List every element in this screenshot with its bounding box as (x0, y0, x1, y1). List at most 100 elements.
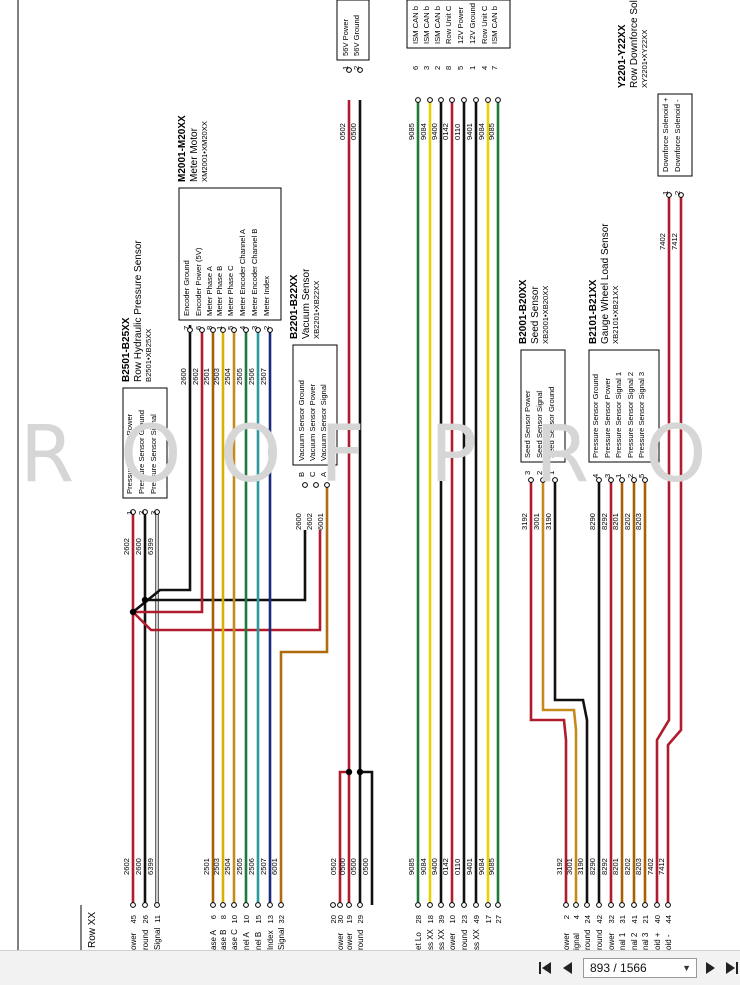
pin-number: 1 (614, 474, 623, 478)
pin-terminal (313, 482, 319, 488)
pin-number: B (297, 472, 306, 477)
next-page-icon[interactable] (703, 960, 719, 976)
pdf-toolbar: 893 / 1566 ▼ (0, 950, 740, 985)
main-pin-label: round (356, 930, 365, 950)
wire-number-label: 2602 (122, 858, 131, 875)
previous-page-icon[interactable] (559, 960, 575, 976)
pin-label: Vacuum Sensor Signal (319, 384, 328, 461)
wire-number-label: 8290 (588, 858, 597, 875)
pin-terminal (427, 97, 433, 103)
wire-number-label: 2505 (235, 368, 244, 385)
pin-terminal (540, 477, 546, 483)
main-pin-label: ase C (230, 929, 239, 950)
splice-dot (345, 768, 353, 776)
component-id: M2001-M20XX (177, 115, 188, 182)
main-pin-number: 32 (607, 915, 616, 923)
pin-label: Downforce Solenoid - (673, 99, 682, 172)
pin-terminal (154, 509, 160, 515)
main-connector-title: Row XX (87, 912, 98, 948)
wire-number-label: 2600 (134, 538, 143, 555)
pin-number: 8 (205, 326, 214, 330)
main-pin-label: ase B (219, 930, 228, 950)
main-pin-number: 10 (242, 915, 251, 923)
pin-terminal (642, 902, 648, 908)
main-pin-label: ower (345, 932, 354, 950)
wire-number-label: 2505 (235, 858, 244, 875)
pin-terminal (619, 902, 625, 908)
pin-label: Pressure Sensor Ground (591, 374, 600, 458)
pin-terminal (220, 902, 226, 908)
main-pin-number: 17 (484, 915, 493, 923)
pin-terminal (449, 902, 455, 908)
pin-terminal (231, 902, 237, 908)
pin-terminal (210, 327, 216, 333)
wire-number-label: 2602 (305, 513, 314, 530)
wire-number-label: 2602 (122, 538, 131, 555)
pin-terminal (187, 327, 193, 333)
wire-number-label: 2503 (212, 858, 221, 875)
wire-number-label: 2600 (179, 368, 188, 385)
main-pin-number: 29 (356, 915, 365, 923)
main-pin-number: 10 (448, 915, 457, 923)
wire-number-label: 8201 (611, 513, 620, 530)
pin-label: Row Unit C (444, 5, 453, 44)
pin-label: Downforce Solenoid + (661, 97, 670, 172)
pin-terminal (243, 902, 249, 908)
splice-dot (356, 768, 364, 776)
main-pin-number: 21 (641, 915, 650, 923)
component-box (336, 0, 370, 61)
wire-number-label: 3192 (520, 513, 529, 530)
pin-label: ISM CAN b (422, 6, 431, 44)
wire-number-label: 7412 (657, 858, 666, 875)
pin-number: 2 (352, 66, 361, 70)
wire-number-label: 6399 (146, 538, 155, 555)
main-pin-number: 30 (336, 915, 345, 923)
pin-number: 6 (411, 66, 420, 70)
pin-number: 1 (215, 326, 224, 330)
component-name: Gauge Wheel Load Sensor (600, 223, 611, 344)
wire-number-label: 0502 (329, 858, 338, 875)
pin-terminal (199, 327, 205, 333)
main-pin-label: Index (266, 930, 275, 950)
first-page-icon[interactable] (537, 960, 553, 976)
wire-number-label: 2506 (247, 858, 256, 875)
pin-number: 3 (422, 66, 431, 70)
pin-terminal (563, 902, 569, 908)
component-box (588, 349, 660, 463)
wire-number-label: 8201 (611, 858, 620, 875)
main-pin-label: nal 1 (618, 932, 627, 950)
wire-number-label: 8292 (600, 858, 609, 875)
pin-terminal (573, 902, 579, 908)
wire-number-label: 0142 (441, 858, 450, 875)
wire-number-label: 9084 (419, 858, 428, 875)
last-page-icon[interactable] (724, 960, 740, 976)
pin-terminal (485, 902, 491, 908)
pin-terminal (357, 67, 363, 73)
wire-number-label: 0142 (441, 123, 450, 140)
pin-terminal (255, 327, 261, 333)
pin-terminal (330, 902, 336, 908)
wire-number-label: 8290 (588, 513, 597, 530)
page-number-select[interactable]: 893 / 1566 ▼ (583, 958, 697, 978)
pin-label: Pressure Sensor Ground (137, 410, 146, 494)
pin-terminal (154, 902, 160, 908)
pin-label: Seed Sensor Signal (535, 391, 544, 458)
pin-label: Seed Sensor Power (523, 390, 532, 458)
pin-terminal (495, 902, 501, 908)
wire-number-label: 9400 (430, 123, 439, 140)
pin-number: 6 (194, 326, 203, 330)
pin-terminal (552, 477, 558, 483)
wire-0502 (338, 100, 351, 905)
component-box (122, 387, 168, 499)
component-box (292, 344, 338, 466)
wire-number-label: 7402 (658, 233, 667, 250)
pin-number: 3 (250, 326, 259, 330)
main-pin-label: ss XX (472, 928, 481, 950)
main-pin-number: 10 (230, 915, 239, 923)
main-pin-label: ignal (572, 933, 581, 950)
wire-number-label: 8202 (623, 513, 632, 530)
main-pin-number: 18 (426, 915, 435, 923)
wire-number-label: 2503 (212, 368, 221, 385)
wire-number-label: 0110 (453, 859, 462, 875)
